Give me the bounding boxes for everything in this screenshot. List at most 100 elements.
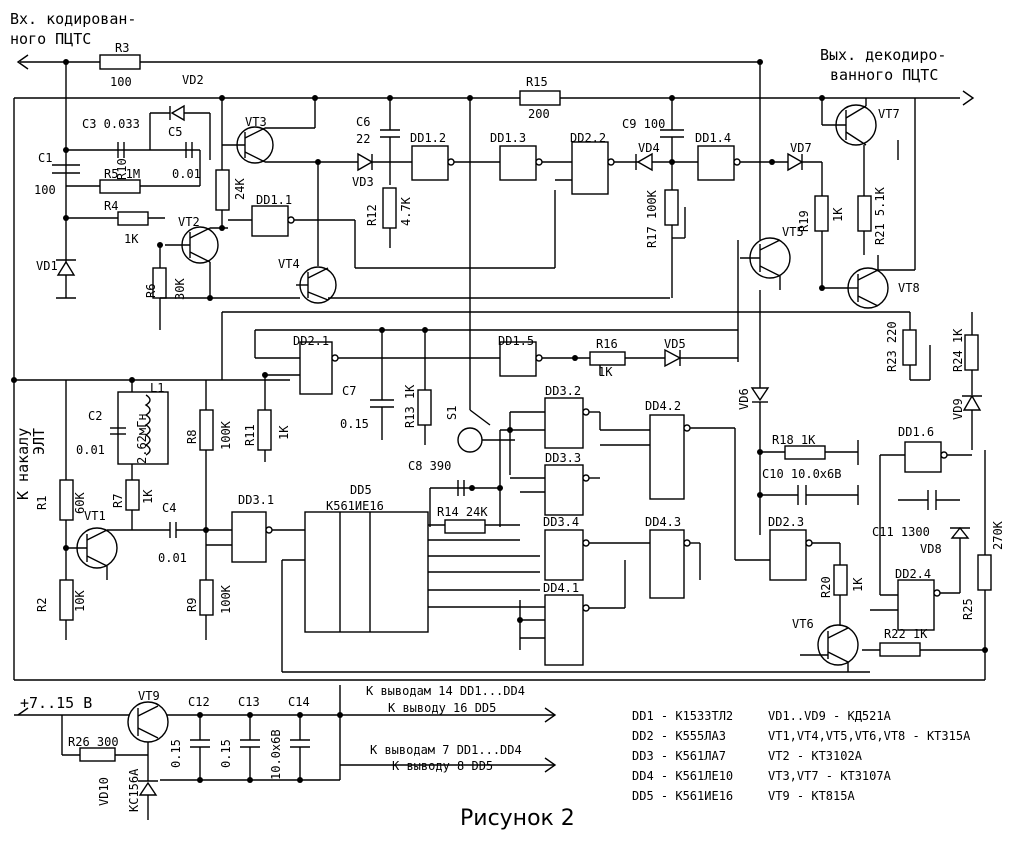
label-c13: C13 [238, 695, 260, 709]
label-c9: C9 100 [622, 117, 665, 131]
label-dd2-3: DD2.3 [768, 515, 804, 529]
resistor-r9 [199, 579, 214, 616]
label-vt7: VT7 [878, 107, 900, 121]
label-dd2-2: DD2.2 [570, 131, 606, 145]
label-r14: R14 24K [437, 505, 488, 519]
transistor-vt6 [817, 624, 859, 666]
gate-dd4-1 [544, 594, 584, 666]
diode-vd8 [950, 526, 970, 539]
label-r18: R18 1K [772, 433, 816, 447]
gate-dd1-4 [697, 145, 735, 181]
diode-vd9 [962, 394, 982, 411]
gate-dd3-3 [544, 464, 584, 516]
crt-label-1: К накалу [14, 428, 32, 500]
label-c7: C7 [342, 384, 356, 398]
legend2-line-2: VT1,VT4,VT5,VT6,VT8 - KT315A [768, 729, 971, 743]
label-vt6: VT6 [792, 617, 814, 631]
label-r11-value: 1K [277, 425, 291, 440]
label-r26: R26 300 [68, 735, 119, 749]
resistor-r26 [79, 747, 116, 762]
bus-label-pin8: К выводу 8 DD5 [392, 759, 493, 773]
label-dd2-4: DD2.4 [895, 567, 931, 581]
label-c2: C2 [88, 409, 102, 423]
label-vt5: VT5 [782, 225, 804, 239]
resistor-r11 [257, 409, 272, 451]
label-c3: C3 0.033 [82, 117, 140, 131]
resistor-r20 [833, 564, 848, 596]
gate-dd1-6 [904, 441, 942, 473]
resistor-r23 [902, 329, 917, 366]
label-c5: C5 [168, 125, 182, 139]
label-vt4: VT4 [278, 257, 300, 271]
label-dd1-5: DD1.5 [498, 334, 534, 348]
output-label-1: Вых. декодиро- [820, 46, 946, 64]
label-r16-value: 1K [598, 365, 613, 379]
label-l1: L1 [150, 381, 164, 395]
resistor-r1 [59, 479, 74, 521]
gate-dd2-2 [571, 141, 609, 195]
transistor-vt9 [127, 701, 169, 743]
label-dd1-4: DD1.4 [695, 131, 731, 145]
legend2-line-5: VT9 - KT815A [768, 789, 855, 803]
label-r2-value: 10K [73, 590, 87, 612]
label-c10: C10 10.0x6B [762, 467, 841, 481]
label-l1-value: 2.62мГн [135, 413, 149, 464]
label-r9: R9 [185, 598, 199, 612]
label-vd10-value: KC156A [127, 768, 141, 812]
label-r2: R2 [35, 598, 49, 612]
input-label-2: ного ПЦТС [10, 30, 91, 48]
label-c6: C6 [356, 115, 370, 129]
label-r8-value: 100K [219, 420, 233, 450]
resistor-r12 [382, 187, 397, 229]
switch-s1 [457, 427, 483, 453]
label-vd4: VD4 [638, 141, 660, 155]
resistor-r2 [59, 579, 74, 621]
label-dd1-3: DD1.3 [490, 131, 526, 145]
label-vt2: VT2 [178, 215, 200, 229]
label-s1: S1 [445, 406, 459, 420]
label-r6-value: 30K [173, 278, 187, 300]
label-dd1-2: DD1.2 [410, 131, 446, 145]
bus-label-pin14: К выводам 14 DD1...DD4 [366, 684, 525, 698]
legend2-line-1: VD1..VD9 - KД521A [768, 709, 892, 723]
label-r23: R23 220 [885, 321, 899, 372]
label-vt9: VT9 [138, 689, 160, 703]
label-r4-value: 1K [124, 232, 139, 246]
gate-dd1-2 [411, 145, 449, 181]
legend-line-2: DD2 - K555ЛA3 [632, 729, 726, 743]
top-wiring [13, 54, 985, 681]
junction-dots [11, 59, 988, 783]
label-c13-value: 0.15 [219, 739, 233, 768]
label-dd4-2: DD4.2 [645, 399, 681, 413]
gate-dd1-5 [499, 341, 537, 377]
input-label-1: Вх. кодирован- [10, 10, 136, 28]
resistor-r19 [814, 195, 829, 232]
resistor-r14 [444, 519, 486, 534]
resistor-r16 [589, 351, 626, 366]
label-dd3-3: DD3.3 [545, 451, 581, 465]
label-dd3-4: DD3.4 [543, 515, 579, 529]
label-r15-value: 200 [528, 107, 550, 121]
bus-label-pin16: К выводу 16 DD5 [388, 701, 496, 715]
resistor-r3 [99, 54, 141, 70]
resistor-r13 [417, 389, 432, 426]
gate-dd2-3 [769, 529, 807, 581]
label-dd2-1: DD2.1 [293, 334, 329, 348]
label-r11: R11 [243, 424, 257, 446]
label-r7-value: 1K [141, 489, 155, 504]
label-r12: R12 [365, 204, 379, 226]
label-r8: R8 [185, 430, 199, 444]
gate-dd3-2 [544, 397, 584, 449]
parts-legend: DD1 - K1533TЛ2 DD2 - K555ЛA3 DD3 - K561Л… [632, 709, 971, 803]
resistor-r24 [964, 334, 979, 371]
legend-line-3: DD3 - K561ЛA7 [632, 749, 726, 763]
label-c1: C1 [38, 151, 52, 165]
label-vd6: VD6 [737, 388, 751, 410]
label-r17: R17 100K [645, 189, 659, 248]
zener-vd10 [138, 781, 158, 796]
counter-dd5 [304, 511, 429, 633]
label-vd3: VD3 [352, 175, 374, 189]
resistor-r22 [879, 642, 921, 657]
